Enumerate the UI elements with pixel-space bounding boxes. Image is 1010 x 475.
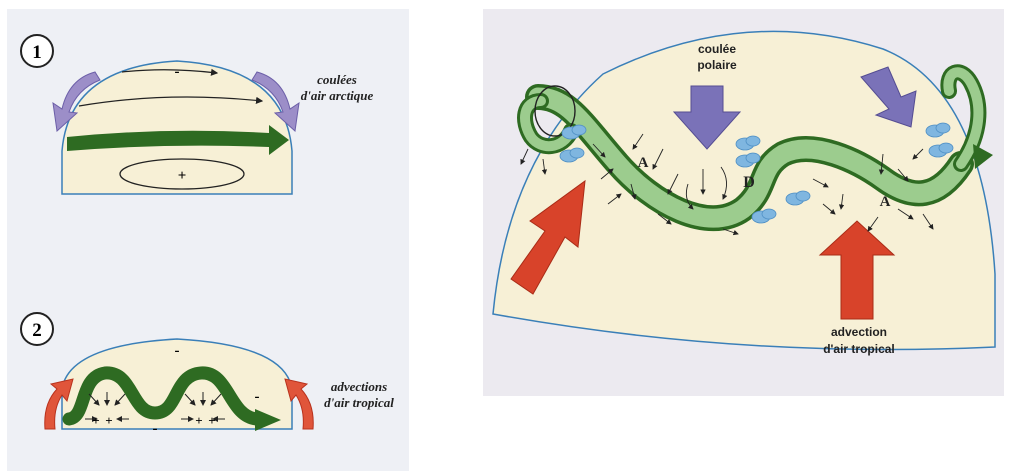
anticyclone-label-right: A — [880, 194, 891, 210]
polar-caption-line1: coulée — [698, 42, 736, 56]
minus-sign-right: - — [255, 389, 260, 405]
arctic-caption-line1: coulées — [317, 72, 357, 87]
minus-sign-top: - — [175, 64, 180, 80]
tropical-caption-line1: advections — [331, 379, 387, 394]
panel-1-number: 1 — [32, 42, 42, 63]
jet-arrowhead-right — [973, 144, 993, 169]
minus-sign-top-2: - — [175, 343, 180, 359]
left-diagram-panel: 1 - + coulées d'air arctique 2 - — [7, 9, 409, 471]
tropical-caption-line2: d'air tropical — [823, 342, 895, 356]
plus-sign-left-1: + — [92, 413, 99, 428]
arctic-caption-line2: d'air arctique — [301, 88, 374, 103]
plus-sign-left-2: + — [105, 413, 112, 428]
anticyclone-label-left: A — [638, 155, 649, 171]
plus-sign-right-2: + — [208, 413, 215, 428]
polar-caption-line2: polaire — [697, 58, 737, 72]
panel-2-diagram: 2 - + + + + — [21, 313, 394, 437]
left-diagram: 1 - + coulées d'air arctique 2 - — [7, 9, 409, 471]
panel-2-number: 2 — [32, 320, 42, 341]
minus-sign-center: - — [153, 421, 158, 437]
tropical-caption-line1: advection — [831, 325, 887, 339]
right-diagram-panel: A D A coulée polaire advection d'air tro… — [483, 9, 1004, 396]
panel-1-diagram: 1 - + coulées d'air arctique — [21, 35, 374, 194]
depression-label: D — [743, 174, 755, 191]
right-diagram: A D A coulée polaire advection d'air tro… — [483, 9, 1004, 396]
plus-sign-right-1: + — [195, 413, 202, 428]
tropical-caption-line2: d'air tropical — [324, 395, 394, 410]
plus-sign: + — [178, 168, 187, 184]
